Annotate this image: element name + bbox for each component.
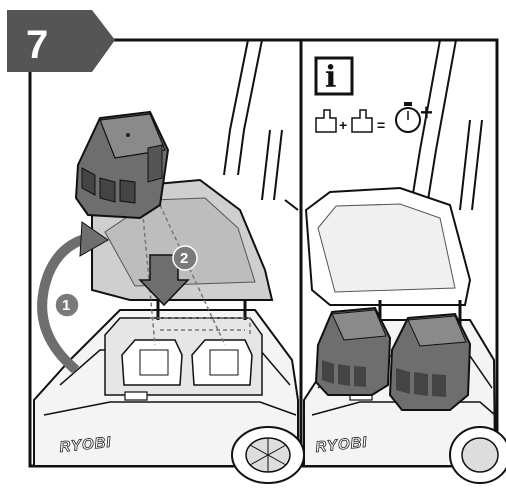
extended-runtime-plus: + [420, 100, 433, 125]
battery-installed-right [390, 314, 470, 410]
callout-1-label: 1 [62, 297, 70, 314]
plus-sign: + [339, 117, 347, 133]
info-icon: i [325, 60, 336, 95]
battery-slot-left [122, 340, 182, 385]
step-number: 7 [26, 23, 48, 67]
callout-1: 1 [55, 293, 79, 317]
callout-2: 2 [173, 246, 197, 270]
left-wheel [232, 427, 304, 483]
right-wheel [450, 427, 506, 483]
battery-installed-left [316, 308, 390, 395]
info-box: i [316, 58, 352, 95]
callout-2-label: 2 [180, 250, 188, 267]
equals-sign: = [377, 117, 385, 133]
battery-slot-right [192, 340, 252, 385]
